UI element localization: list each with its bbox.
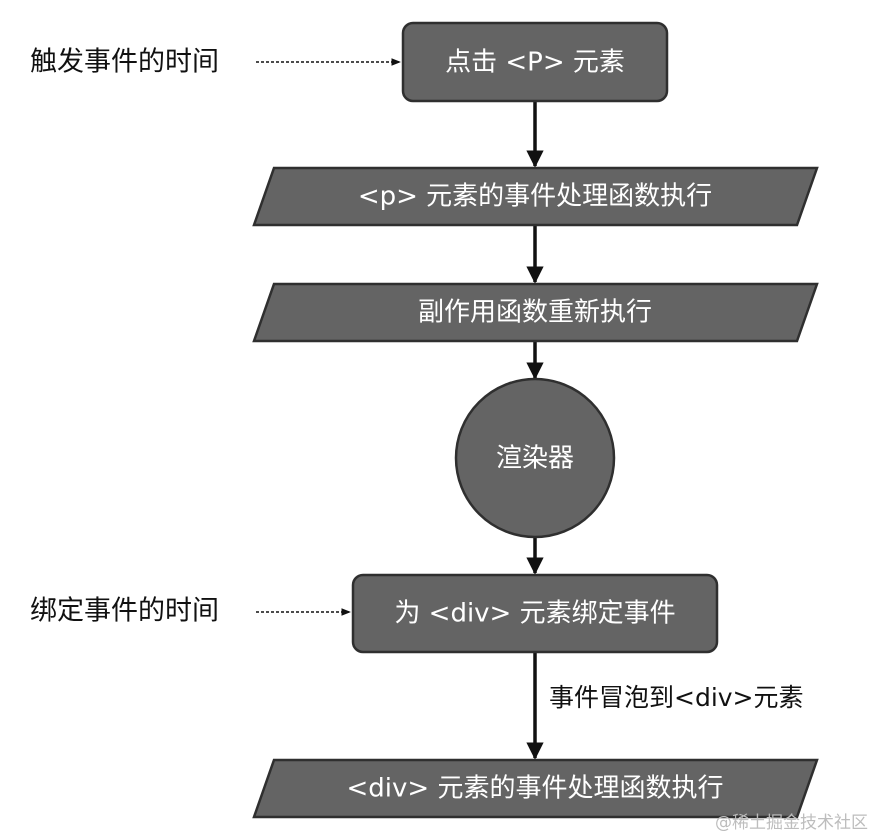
- node-click-p-label: 点击 <P> 元素: [445, 48, 625, 78]
- node-click-p: 点击 <P> 元素: [401, 21, 669, 103]
- side-label-trigger-time: 触发事件的时间: [30, 47, 219, 78]
- node-bind-div: 为 <div> 元素绑定事件: [351, 573, 719, 654]
- node-div-handler-shape: [252, 758, 819, 819]
- watermark: @稀土掘金技术社区: [715, 813, 868, 833]
- node-p-handler-label: <p> 元素的事件处理函数执行: [358, 182, 712, 212]
- edge-label-bubble: 事件冒泡到<div>元素: [549, 683, 804, 712]
- node-div-handler: <div> 元素的事件处理函数执行: [252, 758, 819, 819]
- side-label-bind-time: 绑定事件的时间: [30, 596, 219, 627]
- node-click-p-shape: [401, 21, 669, 103]
- node-bind-div-label: 为 <div> 元素绑定事件: [394, 599, 675, 629]
- node-effect-rerun-label: 副作用函数重新执行: [418, 298, 652, 328]
- node-renderer-shape: [454, 377, 616, 539]
- node-renderer-label: 渲染器: [496, 444, 574, 474]
- node-bind-div-shape: [351, 573, 719, 654]
- node-p-handler-shape: [252, 166, 819, 227]
- node-div-handler-label: <div> 元素的事件处理函数执行: [347, 774, 724, 804]
- node-effect-rerun-shape: [252, 282, 819, 343]
- node-p-handler: <p> 元素的事件处理函数执行: [252, 166, 819, 227]
- node-effect-rerun: 副作用函数重新执行: [252, 282, 819, 343]
- node-renderer: 渲染器: [454, 377, 616, 539]
